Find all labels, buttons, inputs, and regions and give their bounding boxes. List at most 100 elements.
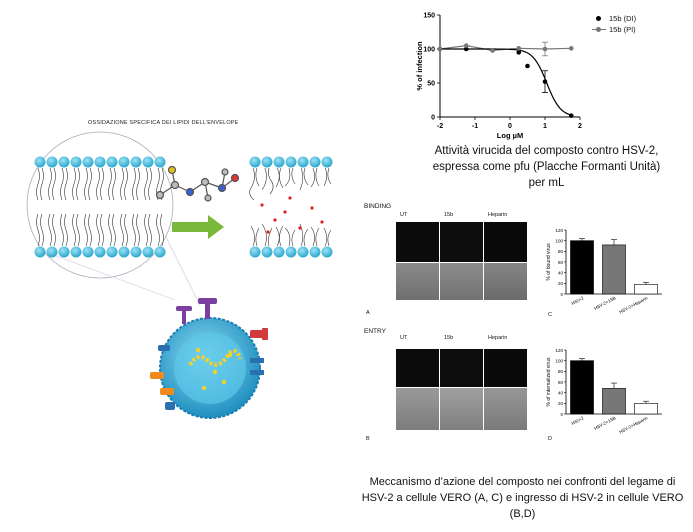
- x-tick-label: HSV-2+15B: [593, 295, 616, 311]
- caption-line: per mL: [528, 177, 565, 189]
- x-tick-label: HSV-2: [571, 415, 585, 426]
- micrograph-fluorescence: [440, 222, 483, 262]
- y-axis-label: % of internalized virus: [546, 357, 552, 406]
- y-tick-label: 80: [558, 369, 564, 374]
- data-point-pi: [437, 46, 443, 52]
- y-tick-label: 0: [560, 412, 563, 417]
- figure-title: OSSIDAZIONE SPECIFICA DEI LIPIDI DELL'EN…: [88, 120, 239, 126]
- lipid-bilayer-right: [249, 156, 333, 258]
- y-tick-label: 0: [560, 292, 563, 297]
- x-tick-label: 0: [508, 123, 512, 130]
- data-point-di: [525, 63, 530, 69]
- panel-letter: C: [548, 312, 552, 318]
- x-tick-label: HSV-2+Heparin: [618, 295, 649, 314]
- bottom-caption: Meccanismo d’azione del composto nei con…: [352, 474, 693, 522]
- membrane-oxidation-figure: OSSIDAZIONE SPECIFICA DEI LIPIDI DELL'EN…: [0, 110, 340, 430]
- panel-letter: B: [366, 436, 370, 442]
- panel-label: UT: [400, 335, 408, 341]
- x-tick-label: HSV-2+15B: [593, 415, 616, 431]
- zoom-circle: [26, 131, 174, 279]
- y-tick-label: 100: [423, 47, 435, 54]
- y-tick-label: 100: [555, 238, 563, 243]
- bar: [602, 244, 626, 295]
- glycoprotein-spike: [176, 298, 217, 324]
- glycoprotein-spike: [250, 328, 268, 340]
- binding-micrographs: UT 15b Heparin: [396, 212, 528, 300]
- micrograph-fluorescence: [484, 222, 527, 262]
- caption-line: espressa come pfu (Placche Formanti Unit…: [432, 161, 661, 173]
- y-tick-label: 120: [555, 348, 563, 353]
- caption-line: (B,D): [509, 508, 536, 520]
- micrograph-brightfield: [484, 263, 527, 300]
- y-tick-label: 80: [558, 249, 564, 254]
- panel-label: UT: [400, 212, 408, 218]
- panel-label: 15b: [444, 212, 454, 218]
- x-tick-label: 1: [543, 123, 547, 130]
- micrograph-brightfield: [396, 263, 439, 300]
- x-axis-label: Log µM: [497, 131, 523, 140]
- micrograph-fluorescence: [440, 349, 483, 387]
- y-axis-label: % of infection: [415, 41, 424, 91]
- caption-line: Attività virucida del composto contro HS…: [434, 145, 659, 157]
- x-tick-label: -2: [437, 123, 443, 130]
- panel-label: Heparin: [488, 335, 508, 341]
- zoom-line: [39, 249, 176, 301]
- series-line-di: [440, 48, 574, 117]
- oxidation-marks: [260, 196, 324, 234]
- micrograph-brightfield: [396, 388, 439, 430]
- y-tick-label: 0: [431, 115, 435, 122]
- data-point-di: [463, 46, 469, 52]
- entry-label: ENTRY: [364, 328, 386, 335]
- legend-marker-di: [592, 15, 606, 23]
- bar: [634, 284, 658, 295]
- micrograph-fluorescence: [396, 222, 439, 262]
- data-point-pi: [516, 46, 522, 51]
- panel-label: Heparin: [488, 212, 508, 218]
- micrograph-fluorescence: [396, 349, 439, 387]
- membrane-schematic: [26, 131, 333, 419]
- caption-line: Meccanismo d’azione del composto nei con…: [369, 476, 676, 488]
- data-point-pi: [490, 48, 495, 53]
- data-point-pi: [542, 46, 548, 52]
- panel-label: 15b: [444, 335, 454, 341]
- y-axis-label: % of bound virus: [546, 243, 552, 281]
- data-point-di: [568, 113, 574, 118]
- lipid-tails-right: [249, 167, 332, 247]
- y-tick-label: 100: [555, 358, 563, 363]
- bar: [602, 388, 626, 415]
- binding-label: BINDING: [364, 203, 392, 210]
- panel-letter: D: [548, 436, 552, 442]
- lipid-bilayer-left: [34, 156, 166, 258]
- panel-letter: A: [366, 310, 370, 316]
- y-tick-label: 50: [427, 81, 435, 88]
- micrograph-brightfield: [440, 388, 483, 430]
- data-point-pi: [568, 46, 574, 51]
- x-tick-label: 2: [578, 123, 582, 130]
- y-tick-label: 150: [423, 13, 435, 20]
- legend-marker-pi: [592, 26, 606, 34]
- entry-micrographs: UT 15b Heparin: [396, 335, 528, 431]
- x-tick-label: HSV-2+Heparin: [618, 415, 649, 434]
- legend-label: 15b (DI): [609, 14, 637, 23]
- x-tick-label: HSV-2: [571, 295, 585, 306]
- bar: [570, 360, 594, 415]
- legend: 15b (DI) 15b (PI): [592, 13, 636, 35]
- data-point-di: [516, 50, 522, 55]
- y-tick-label: 40: [558, 390, 564, 395]
- data-point-di: [542, 79, 548, 84]
- y-tick-label: 20: [558, 401, 564, 406]
- bar: [634, 403, 658, 415]
- y-tick-label: 20: [558, 281, 564, 286]
- zoom-line: [164, 234, 201, 306]
- arrow-right-icon: [172, 215, 224, 239]
- caption-line: HSV-2 a cellule VERO (A, C) e ingresso d…: [361, 492, 684, 504]
- compound-molecule: [155, 165, 240, 202]
- glycoprotein-spike: [158, 345, 264, 410]
- bar: [570, 240, 594, 295]
- glycoprotein-spike: [150, 372, 174, 395]
